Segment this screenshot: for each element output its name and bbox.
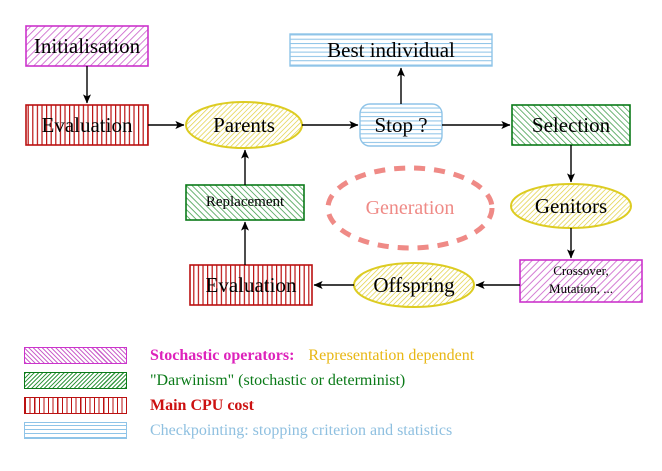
node-genitors <box>510 183 632 229</box>
legend-text-secondary: Representation dependent <box>308 346 475 364</box>
legend-label-darwinism: "Darwinism" (stochastic or determinist) <box>150 371 406 389</box>
legend-text-primary: Stochastic operators: <box>150 346 295 364</box>
node-generation-label: Generation <box>365 196 455 219</box>
node-crossover-mutation <box>519 259 643 303</box>
node-evaluation-top <box>25 104 149 146</box>
node-selection <box>511 104 631 146</box>
legend-label-main-cpu-cost: Main CPU cost <box>150 396 254 414</box>
node-best-individual <box>289 33 493 67</box>
node-stop <box>359 103 443 147</box>
legend-swatch-checkpointing <box>24 422 127 439</box>
node-generation <box>325 165 495 251</box>
legend-label-stochastic-operators: Stochastic operators: Representation depe… <box>150 347 474 365</box>
legend-row: Stochastic operators: Representation depe… <box>24 344 644 367</box>
node-evaluation-bottom <box>189 264 313 306</box>
legend-swatch-stochastic-operators <box>24 347 127 364</box>
legend-row: Main CPU cost <box>24 394 644 417</box>
legend-swatch-darwinism <box>24 372 127 389</box>
node-parents <box>185 101 303 149</box>
legend-label-checkpointing: Checkpointing: stopping criterion and st… <box>150 421 453 439</box>
legend: Stochastic operators: Representation depe… <box>24 344 644 444</box>
legend-row: "Darwinism" (stochastic or determinist) <box>24 369 644 392</box>
legend-swatch-main-cpu-cost <box>24 397 127 414</box>
node-replacement <box>185 184 305 221</box>
node-initialisation <box>25 25 149 67</box>
legend-row: Checkpointing: stopping criterion and st… <box>24 419 644 442</box>
node-offspring <box>353 262 475 308</box>
